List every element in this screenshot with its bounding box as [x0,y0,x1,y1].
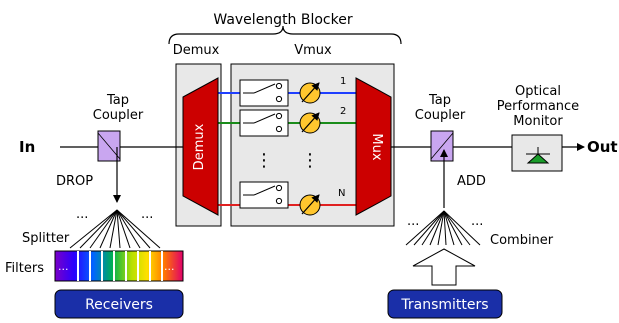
title: Wavelength Blocker [213,12,352,28]
vertical-ellipsis: ⋮ [301,150,319,171]
transmit-arrow-icon [412,248,476,286]
photodiode-icon [526,147,550,164]
filter-dots-left: ... [58,260,69,273]
transmitters-label: Transmitters [400,297,488,313]
title-brace [168,25,402,45]
receivers-label: Receivers [85,297,153,313]
variable-attenuator-icon [299,194,321,216]
ellipsis-right: ... [141,207,153,222]
transmitters-button[interactable]: Transmitters [387,289,503,319]
channel-1-label: 1 [340,76,346,87]
add-label: ADD [457,174,486,189]
combiner-ellipsis-right: ... [471,214,483,229]
switch-icon [239,79,289,107]
drop-label: DROP [56,174,93,189]
combiner-fan [405,210,481,246]
demux-group-label: Demux [173,43,220,58]
variable-attenuator-icon [299,112,321,134]
demux-trapezoid-label: Demux [192,123,207,170]
tap-coupler-right-splitline [430,132,454,160]
in-label: In [19,138,35,156]
switch-icon [239,181,289,209]
ellipsis-left: ... [76,207,88,222]
mux-trapezoid [355,77,392,216]
splitter-label: Splitter [22,231,70,246]
filter-dots-right: ... [164,260,175,273]
variable-attenuator-icon [299,82,321,104]
vmux-group-label: Vmux [294,43,332,58]
filters-label: Filters [5,261,44,276]
filter-strip [54,250,184,282]
channel-2-label: 2 [340,106,346,117]
switch-icon [239,109,289,137]
receivers-button[interactable]: Receivers [54,289,184,319]
demux-trapezoid [182,77,219,216]
mux-trapezoid-label: Mux [369,133,384,160]
tap-coupler-left-splitline [97,132,121,160]
vertical-ellipsis: ⋮ [255,150,273,171]
combiner-ellipsis-left: ... [407,214,419,229]
channel-n-label: N [338,188,345,199]
opm-box [511,134,563,172]
out-label: Out [587,138,618,156]
combiner-label: Combiner [490,233,554,248]
splitter-fan [69,209,161,249]
